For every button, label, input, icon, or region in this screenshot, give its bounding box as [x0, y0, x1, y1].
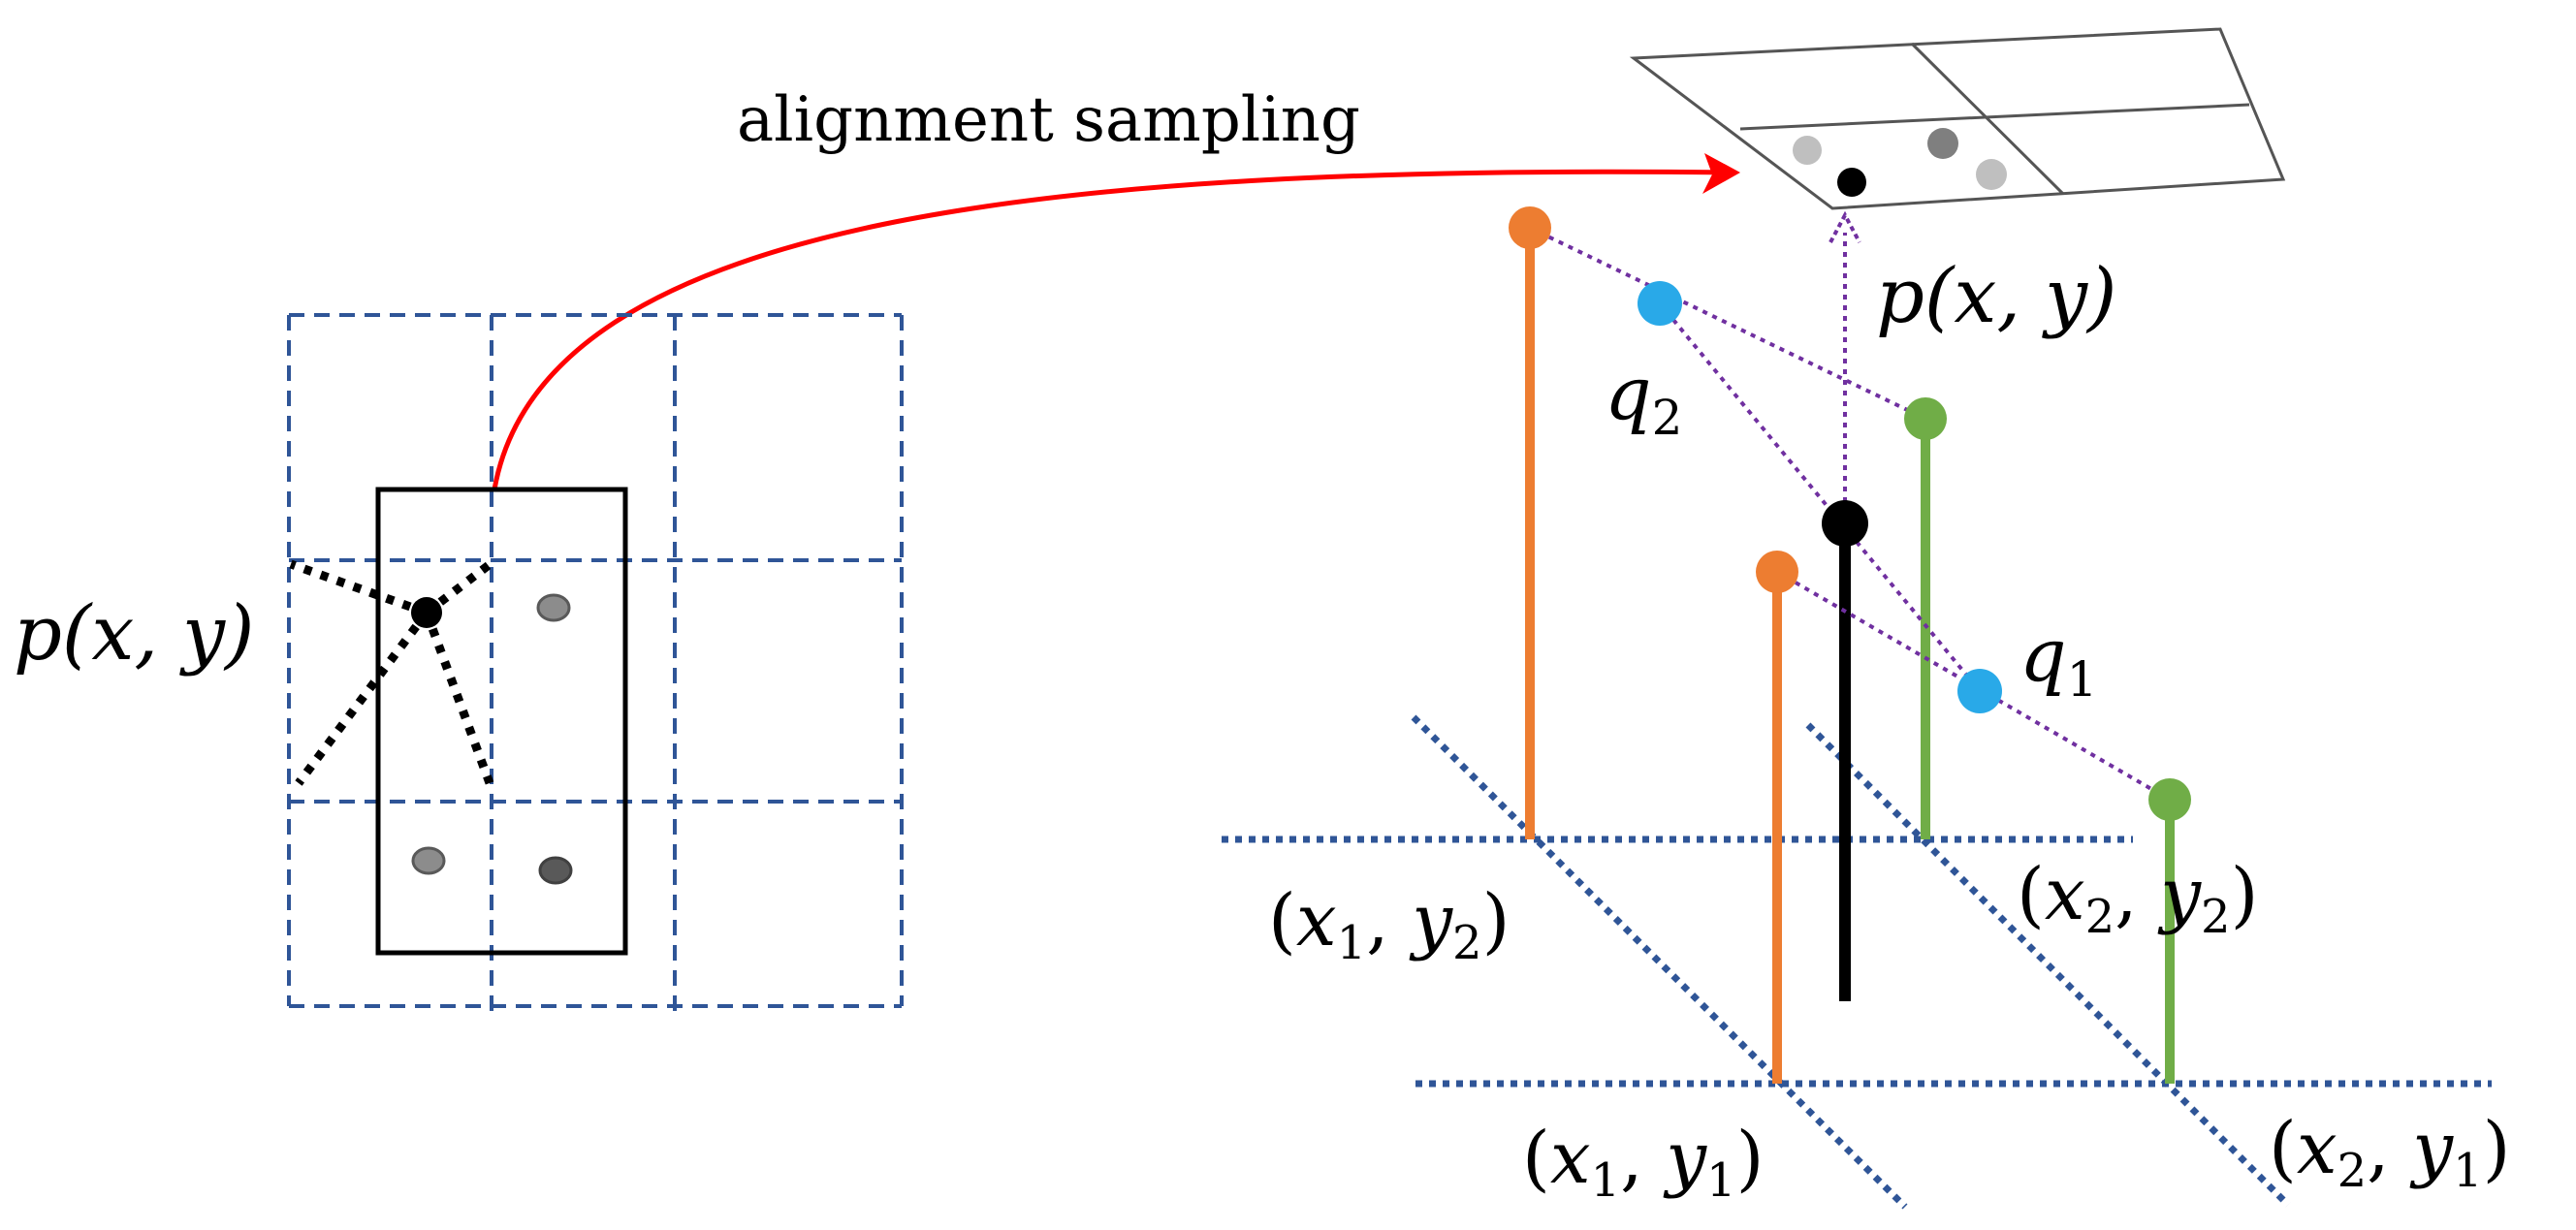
left-point-label: p(x, y): [14, 590, 254, 678]
right-panel: p(x, y) q2 q1 (x1, y2) (x2, y2) (x1, y1)…: [1222, 27, 2510, 1210]
output-grid: [1629, 27, 2286, 210]
left-gray-dot-bottom-left: [411, 846, 446, 875]
dashed-grid: [287, 313, 904, 1018]
left-gray-dot-bottom-right: [538, 856, 573, 885]
left-gray-dot-top-right: [536, 593, 571, 622]
output-light-dot-1: [1793, 136, 1822, 165]
label-x1y2: (x1, y2): [1268, 879, 1510, 970]
top-x1y1: [1756, 551, 1798, 593]
right-point-label: p(x, y): [1876, 253, 2116, 340]
output-light-dot-2: [1976, 159, 2007, 190]
q2-label: q2: [1605, 350, 1682, 446]
sampling-dotted-lines: [289, 558, 495, 786]
label-x2y1: (x2, y1): [2269, 1107, 2510, 1198]
left-panel: p(x, y): [14, 313, 904, 1018]
point-q2: [1638, 281, 1682, 326]
label-x1y1: (x1, y1): [1522, 1117, 1764, 1208]
point-p: [1822, 500, 1868, 547]
output-dark-dot: [1927, 128, 1958, 159]
q1-label: q1: [2019, 612, 2097, 708]
red-arrow: [492, 153, 1740, 490]
label-x2y2: (x2, y2): [2017, 853, 2258, 944]
title-label: alignment sampling: [737, 84, 1360, 156]
up-arrow-head: [1829, 210, 1861, 243]
point-q1: [1957, 669, 2002, 713]
top-x1y2: [1509, 206, 1551, 249]
top-x2y1: [2148, 778, 2191, 821]
top-x2y2: [1904, 397, 1947, 440]
output-black-dot: [1837, 168, 1866, 197]
ground-lines: [1222, 714, 2492, 1210]
left-sample-point: [411, 597, 442, 628]
roi-box: [375, 487, 628, 956]
